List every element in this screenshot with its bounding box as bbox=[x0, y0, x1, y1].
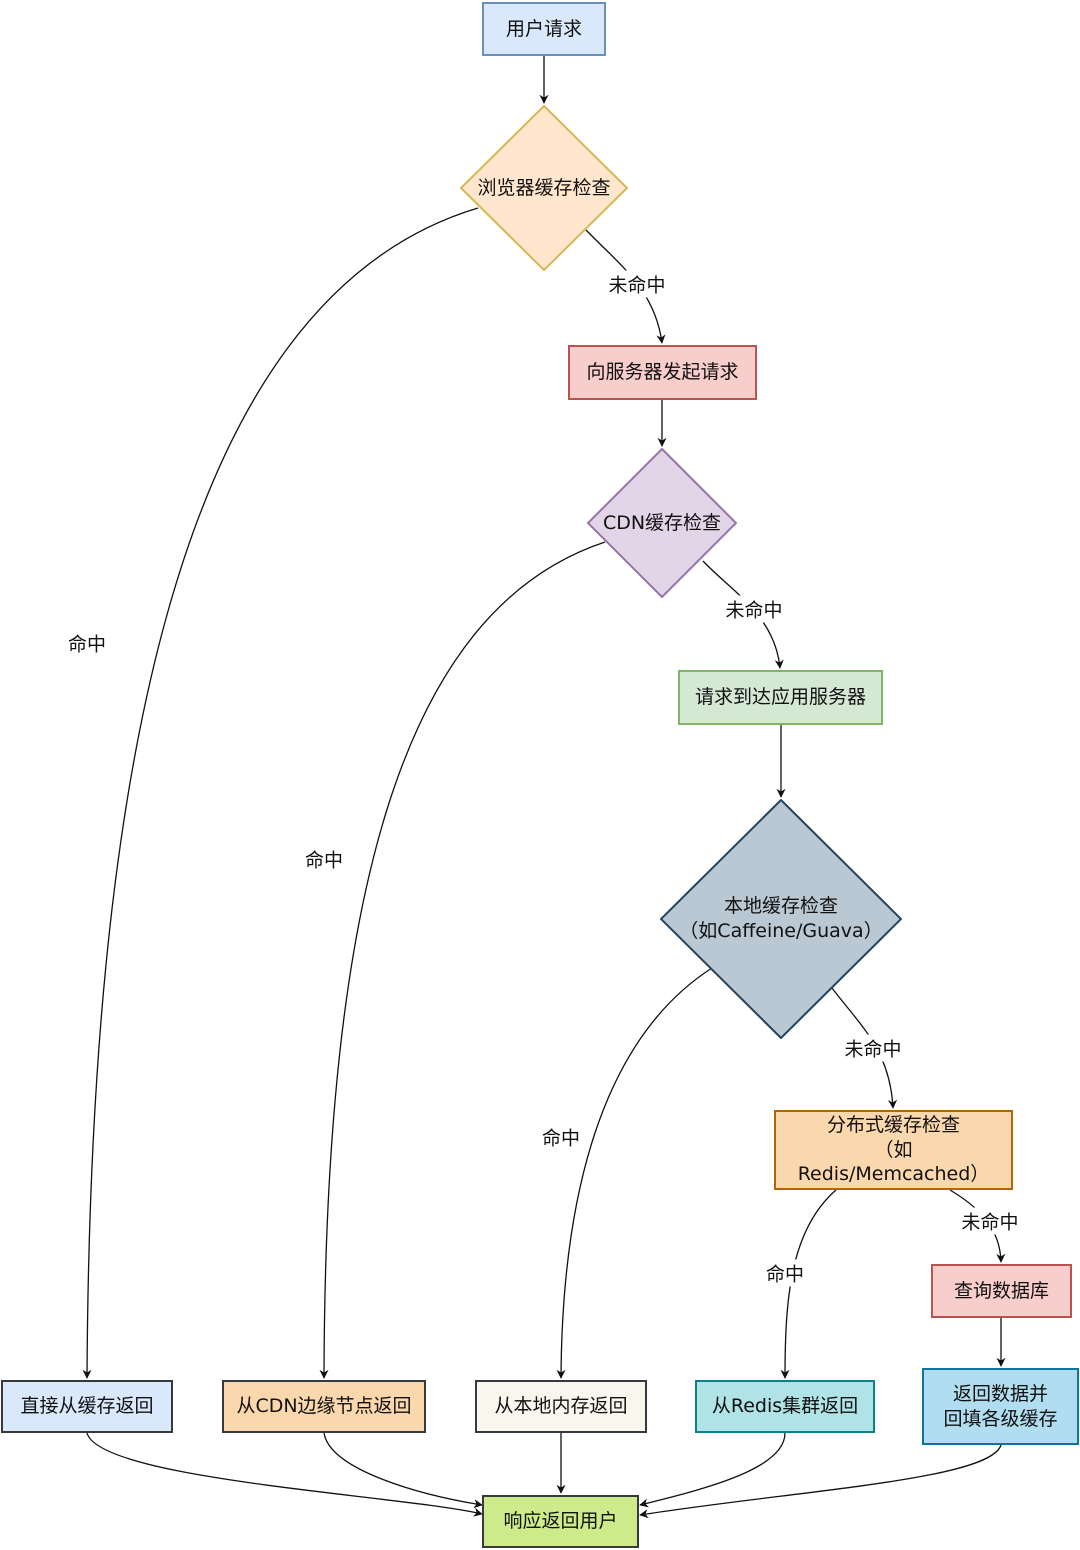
edge-label-dist-miss: 未命中 bbox=[959, 1207, 1021, 1235]
edge-browser-to-response bbox=[86, 1432, 483, 1517]
node-from-local: 从本地内存返回 bbox=[475, 1380, 647, 1433]
node-from-browser-cache: 直接从缓存返回 bbox=[1, 1380, 173, 1433]
node-app-server: 请求到达应用服务器 bbox=[678, 670, 883, 725]
edge-label-cdn-miss: 未命中 bbox=[723, 595, 785, 623]
edge-label-local-miss: 未命中 bbox=[842, 1034, 904, 1062]
diamond-shape bbox=[587, 448, 737, 598]
diamond-shape bbox=[660, 799, 902, 1039]
edge-backfill-to-response bbox=[639, 1444, 1002, 1519]
edge-label-browser-miss: 未命中 bbox=[606, 270, 668, 298]
node-dist-cache: 分布式缓存检查 （如 Redis/Memcached） bbox=[774, 1110, 1013, 1190]
node-user-request: 用户请求 bbox=[482, 2, 606, 56]
node-query-db: 查询数据库 bbox=[931, 1264, 1072, 1318]
edge-redis-to-response bbox=[639, 1432, 786, 1508]
node-local-cache-decision: 本地缓存检查 （如Caffeine/Guava） bbox=[660, 799, 902, 1039]
edge-local-hit bbox=[556, 967, 713, 1379]
node-response: 响应返回用户 bbox=[482, 1495, 639, 1548]
edge-label-local-hit: 命中 bbox=[539, 1123, 583, 1151]
node-server-request: 向服务器发起请求 bbox=[568, 345, 757, 400]
node-browser-cache-decision: 浏览器缓存检查 bbox=[460, 105, 628, 271]
diamond-shape bbox=[460, 105, 628, 271]
edge-cdn-hit bbox=[319, 541, 606, 1379]
node-cdn-cache-decision: CDN缓存检查 bbox=[587, 448, 737, 598]
edge-label-dist-hit: 命中 bbox=[763, 1259, 807, 1287]
node-backfill: 返回数据并 回填各级缓存 bbox=[922, 1368, 1079, 1445]
node-from-redis: 从Redis集群返回 bbox=[695, 1380, 875, 1433]
edge-cdn-to-response bbox=[323, 1432, 483, 1509]
edge-browser-hit bbox=[82, 207, 479, 1379]
edge-label-browser-hit: 命中 bbox=[65, 629, 109, 657]
edge-label-cdn-hit: 命中 bbox=[302, 845, 346, 873]
node-from-cdn: 从CDN边缘节点返回 bbox=[222, 1380, 426, 1433]
